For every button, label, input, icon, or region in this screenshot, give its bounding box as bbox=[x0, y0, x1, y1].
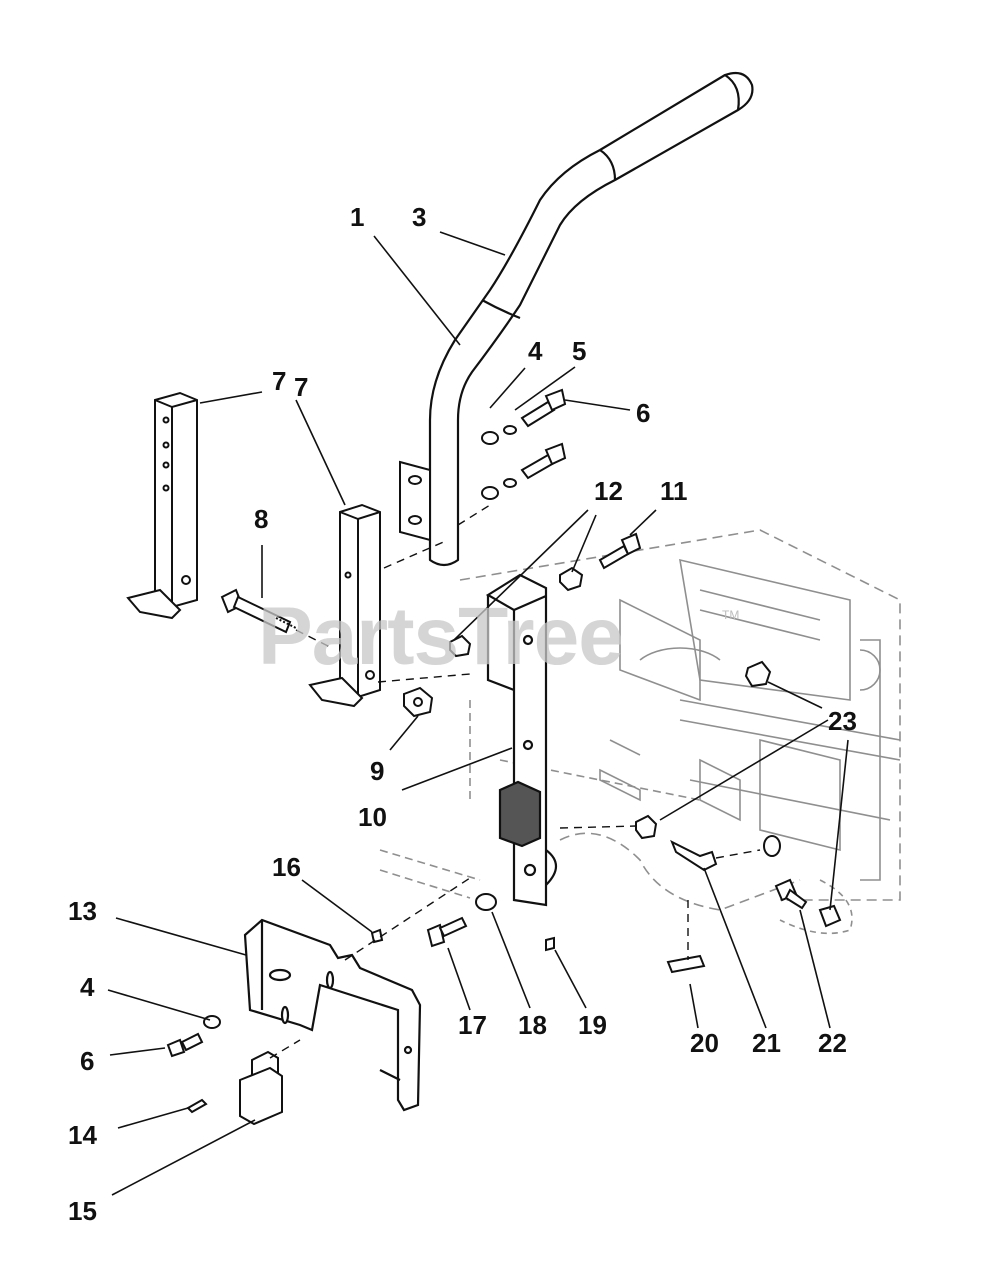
callout-15: 15 bbox=[68, 1196, 97, 1226]
watermark: PartsTree bbox=[258, 591, 624, 682]
callout-10: 10 bbox=[358, 802, 387, 832]
callout-11: 11 bbox=[660, 476, 688, 506]
callout-7-right: 7 bbox=[294, 372, 309, 402]
callout-5: 5 bbox=[572, 336, 587, 366]
handle-bracket bbox=[399, 460, 431, 542]
callout-13: 13 bbox=[68, 896, 97, 926]
callout-9: 9 bbox=[370, 756, 385, 786]
callout-14: 14 bbox=[68, 1120, 97, 1150]
bolt-8 bbox=[220, 588, 297, 634]
watermark-trademark: TM bbox=[722, 608, 740, 622]
callout-22: 22 bbox=[818, 1028, 847, 1058]
callout-8: 8 bbox=[254, 504, 269, 534]
callout-3: 3 bbox=[412, 202, 427, 232]
switch-15 bbox=[186, 1050, 283, 1126]
leg-right bbox=[308, 503, 381, 708]
assembly-lines bbox=[269, 504, 761, 1059]
callout-4-lower: 4 bbox=[80, 972, 95, 1002]
callout-16: 16 bbox=[272, 852, 301, 882]
cover-13 bbox=[243, 918, 422, 1112]
callout-19: 19 bbox=[578, 1010, 607, 1040]
handle-tube bbox=[428, 71, 754, 567]
leg-left bbox=[126, 391, 198, 620]
callout-23: 23 bbox=[828, 706, 857, 736]
hardware-center bbox=[370, 814, 842, 974]
leader-lines bbox=[107, 231, 849, 1196]
callout-17: 17 bbox=[458, 1010, 487, 1040]
callout-6: 6 bbox=[636, 398, 651, 428]
callout-1: 1 bbox=[350, 202, 365, 232]
callout-7-left: 7 bbox=[272, 366, 287, 396]
handle-hardware bbox=[481, 388, 567, 500]
callout-20: 20 bbox=[690, 1028, 719, 1058]
hardware-lower-left bbox=[166, 1015, 221, 1058]
nut-9 bbox=[403, 686, 434, 718]
callout-6-lower: 6 bbox=[80, 1046, 95, 1076]
callout-18: 18 bbox=[518, 1010, 547, 1040]
hardware-11-12 bbox=[449, 532, 772, 688]
callout-12: 12 bbox=[594, 476, 623, 506]
callout-21: 21 bbox=[752, 1028, 781, 1058]
callout-4: 4 bbox=[528, 336, 543, 366]
